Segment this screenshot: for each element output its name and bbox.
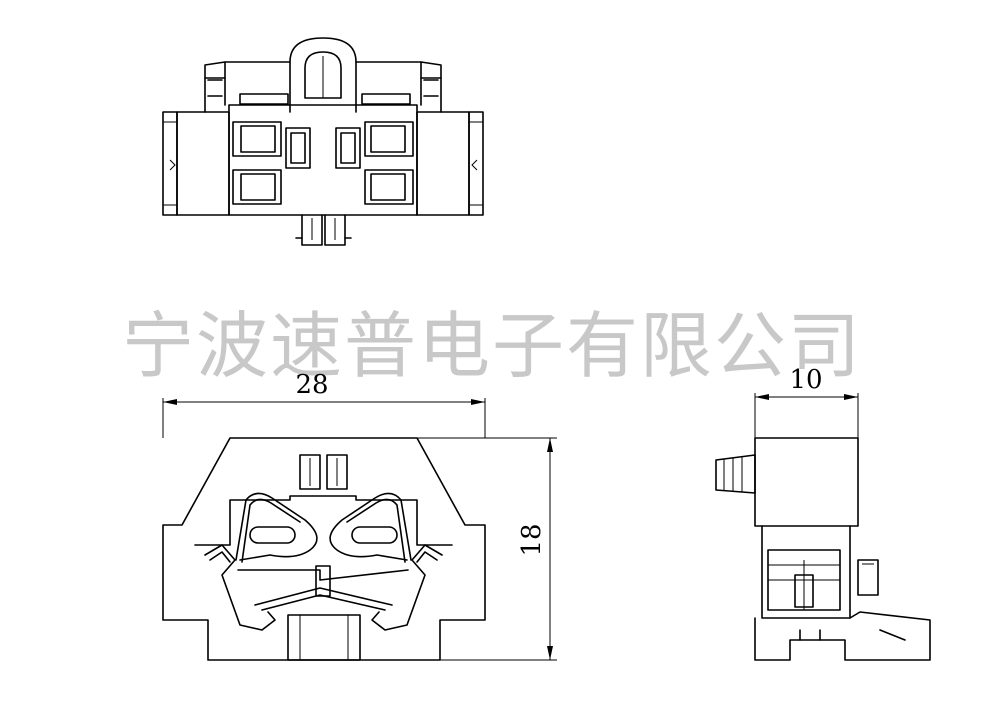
dimension-width-10: 10 — [789, 365, 822, 395]
dimension-width-28: 28 — [295, 370, 328, 400]
side-view: 10 — [715, 365, 931, 661]
watermark-text: 宁波速普电子有限公司 — [122, 304, 862, 388]
dimension-height-18: 18 — [517, 523, 547, 556]
top-view — [162, 37, 484, 246]
front-view: 28 18 — [162, 370, 557, 661]
